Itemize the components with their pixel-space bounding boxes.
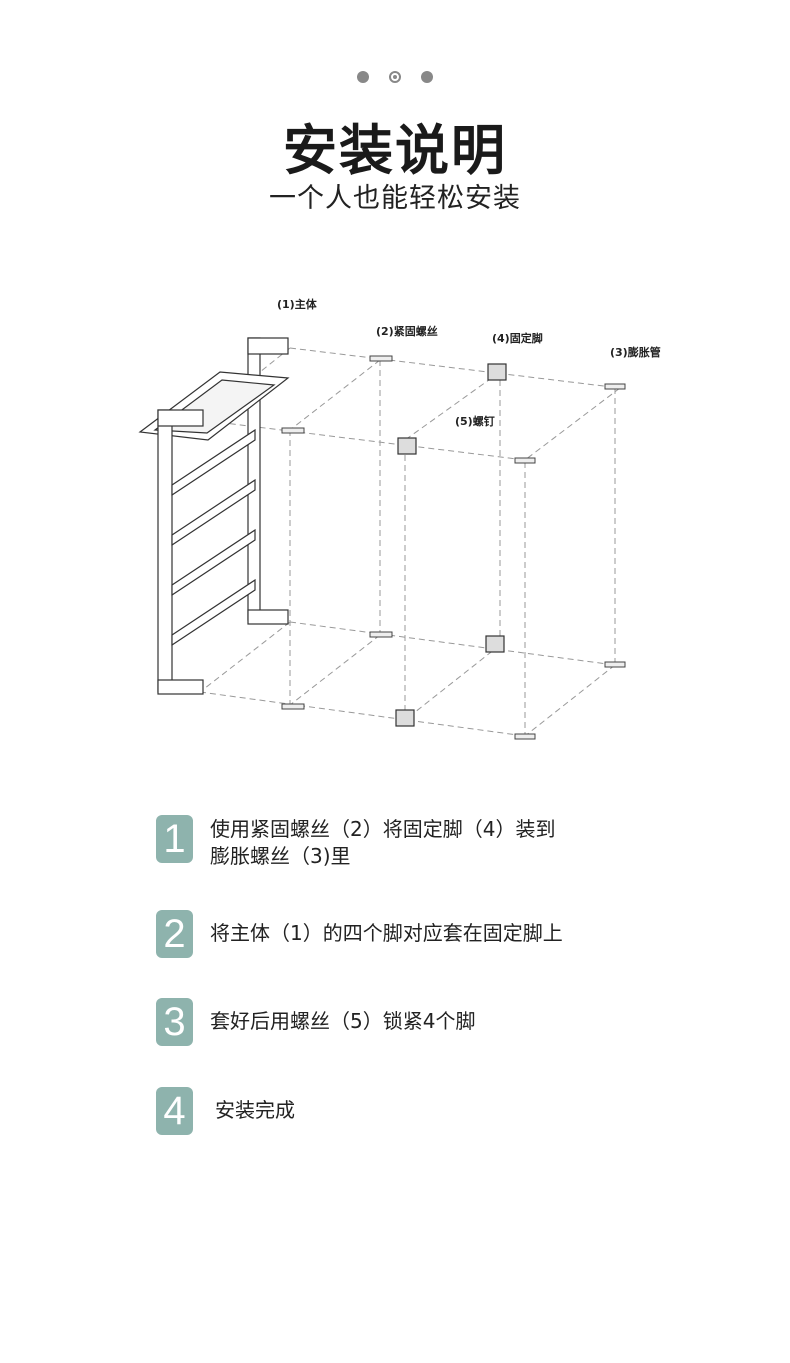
step-number-badge: 3 bbox=[156, 998, 193, 1046]
installation-diagram: (1)主体 (2)紧固螺丝 (4)固定脚 (3)膨胀管 (5)螺钉 bbox=[0, 280, 790, 760]
label-fixed-foot: (4)固定脚 bbox=[492, 331, 543, 345]
step-3: 3 套好后用螺丝（5）锁紧4个脚 bbox=[156, 998, 716, 1046]
step-number-badge: 1 bbox=[156, 815, 193, 863]
carousel-dot-1[interactable] bbox=[357, 71, 369, 83]
step-4: 4 安装完成 bbox=[156, 1087, 716, 1135]
step-number-badge: 4 bbox=[156, 1087, 193, 1135]
fixed-feet bbox=[395, 363, 507, 727]
step-text: 安装完成 bbox=[215, 1098, 295, 1122]
step-text: 将主体（1）的四个脚对应套在固定脚上 bbox=[210, 921, 563, 945]
label-main-body: (1)主体 bbox=[277, 297, 318, 311]
carousel-dot-2-active[interactable] bbox=[389, 71, 401, 83]
label-expansion-tube: (3)膨胀管 bbox=[610, 345, 661, 359]
screws bbox=[281, 355, 626, 740]
carousel-dot-3[interactable] bbox=[421, 71, 433, 83]
label-screw: (5)螺钉 bbox=[455, 414, 495, 428]
dashed-guides bbox=[199, 347, 621, 737]
step-number-badge: 2 bbox=[156, 910, 193, 958]
page-title: 安装说明 bbox=[283, 119, 507, 182]
step-2: 2 将主体（1）的四个脚对应套在固定脚上 bbox=[156, 910, 716, 958]
diagram-labels: (1)主体 (2)紧固螺丝 (4)固定脚 (3)膨胀管 (5)螺钉 bbox=[277, 297, 661, 428]
carousel-dots bbox=[0, 71, 790, 83]
step-text: 套好后用螺丝（5）锁紧4个脚 bbox=[210, 1009, 476, 1033]
main-body-frame bbox=[138, 337, 290, 695]
label-tight-screw: (2)紧固螺丝 bbox=[376, 324, 438, 338]
step-text: 使用紧固螺丝（2）将固定脚（4）装到 膨胀螺丝（3)里 bbox=[210, 817, 556, 868]
page-subtitle: 一个人也能轻松安装 bbox=[269, 183, 521, 214]
step-1: 1 使用紧固螺丝（2）将固定脚（4）装到 膨胀螺丝（3)里 bbox=[156, 815, 716, 870]
